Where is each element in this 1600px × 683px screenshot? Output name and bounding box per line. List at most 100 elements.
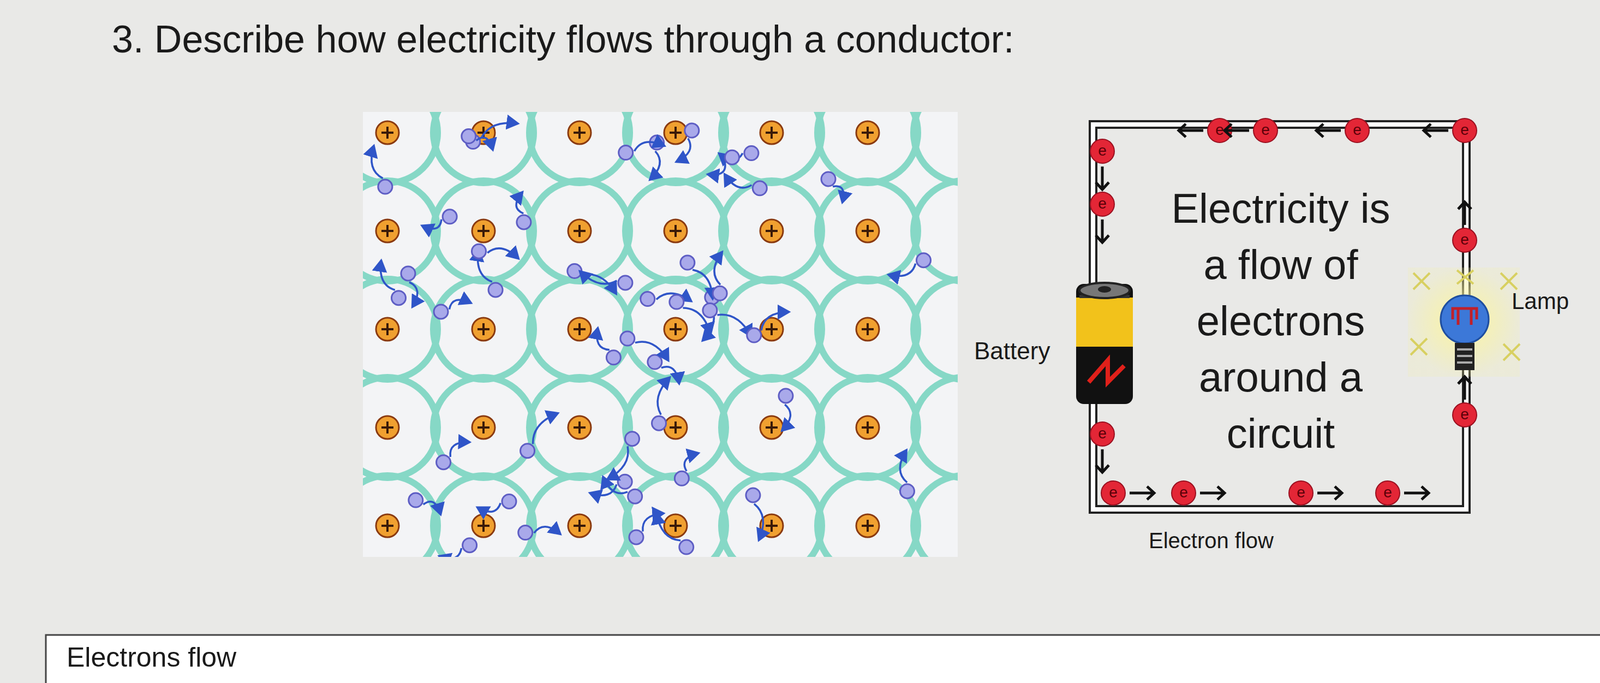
free-electron (520, 443, 535, 458)
positive-ion (568, 219, 591, 243)
atom-shell (625, 111, 726, 183)
free-electron (702, 302, 718, 318)
plus-sign (573, 323, 586, 336)
electron-path (603, 476, 628, 493)
free-electron (518, 525, 533, 540)
electron-dot (1090, 192, 1115, 217)
electron-dot (1101, 480, 1126, 505)
electron-dot (1090, 139, 1115, 164)
free-electron (651, 415, 666, 431)
positive-ion (856, 514, 880, 537)
free-electron (516, 215, 531, 230)
positive-ion (472, 514, 495, 537)
free-electron (433, 304, 449, 319)
electron-dot (1171, 480, 1196, 505)
electron-dot (1375, 480, 1400, 505)
plus-sign (669, 421, 682, 434)
flow-arrow (1458, 201, 1472, 225)
electron-path (832, 186, 844, 203)
electron-path (657, 377, 671, 415)
flow-arrow (1095, 449, 1109, 473)
plus-sign (573, 421, 586, 434)
plus-sign (381, 126, 394, 139)
atom-shell (433, 475, 534, 557)
electron-path (516, 192, 524, 214)
free-electron (502, 493, 517, 509)
atom-shell (913, 278, 958, 380)
atom-shell (625, 475, 726, 557)
plus-sign (861, 323, 874, 336)
free-electron (624, 431, 640, 446)
free-electron (462, 538, 477, 553)
electron-path (596, 327, 610, 350)
atom-shell (529, 180, 630, 282)
electron-path (371, 145, 384, 179)
free-electron (684, 123, 700, 138)
free-electron (745, 487, 761, 503)
electron-path (888, 263, 916, 277)
battery-symbol (1076, 282, 1133, 404)
electron-path (724, 174, 752, 188)
electron-path (714, 251, 722, 285)
atom-shell (362, 180, 438, 282)
flow-arrow (1404, 486, 1429, 500)
plus-sign (861, 421, 874, 434)
free-electron (778, 388, 793, 403)
electron-dot (1452, 228, 1477, 253)
atom-shell (817, 475, 918, 557)
atom-shell (913, 377, 958, 478)
positive-ion (472, 219, 495, 243)
question-title: 3. Describe how electricity flows throug… (111, 17, 1015, 62)
electron-path (476, 137, 493, 151)
atom-shell (625, 278, 726, 380)
plus-sign (669, 519, 682, 532)
atom-shell (625, 377, 726, 478)
plus-sign (669, 126, 682, 139)
electron-letter: e (1179, 484, 1188, 500)
plus-sign (381, 323, 394, 336)
electron-letter: e (1097, 425, 1107, 441)
flow-arrow (1178, 123, 1204, 137)
atom-shell (913, 475, 958, 557)
plus-sign (765, 323, 778, 336)
free-electron (647, 354, 662, 369)
atom-shell (529, 475, 630, 557)
electron-dot (1452, 118, 1477, 143)
positive-ion (375, 219, 399, 243)
atom-shell (817, 111, 918, 183)
flow-arrow (1129, 486, 1155, 500)
electron-dot (1345, 118, 1370, 143)
plus-sign (477, 421, 490, 434)
free-electron (618, 145, 634, 160)
flow-arrow (1095, 219, 1109, 243)
electron-dots (1090, 118, 1477, 505)
circuit-caption: Electricity is a flow of electrons aroun… (1160, 180, 1401, 462)
positive-ion (664, 317, 688, 341)
free-electron (436, 455, 451, 470)
free-electron (442, 209, 457, 224)
plus-sign (765, 519, 778, 532)
atom-shell (362, 475, 438, 557)
free-electron (752, 181, 767, 196)
electron-path (684, 452, 699, 471)
free-electron (567, 264, 582, 279)
positive-ion (760, 219, 784, 243)
free-electron (618, 275, 633, 290)
positive-ion (375, 415, 399, 439)
free-electron (899, 484, 915, 499)
lamp-symbol (1407, 267, 1520, 377)
electron-path (534, 526, 561, 535)
battery-label: Battery (974, 337, 1050, 365)
positive-ion (472, 317, 495, 341)
positive-ion (664, 219, 688, 243)
electron-letter: e (1460, 122, 1470, 138)
electron-letter: e (1383, 484, 1393, 500)
plus-sign (861, 224, 874, 237)
plus-sign (381, 224, 394, 237)
electron-path (409, 282, 418, 307)
free-electron (679, 539, 694, 554)
plus-sign (669, 224, 682, 237)
electron-path (450, 442, 470, 457)
answer-text: Electrons flow (66, 642, 237, 673)
plus-sign (765, 126, 778, 139)
